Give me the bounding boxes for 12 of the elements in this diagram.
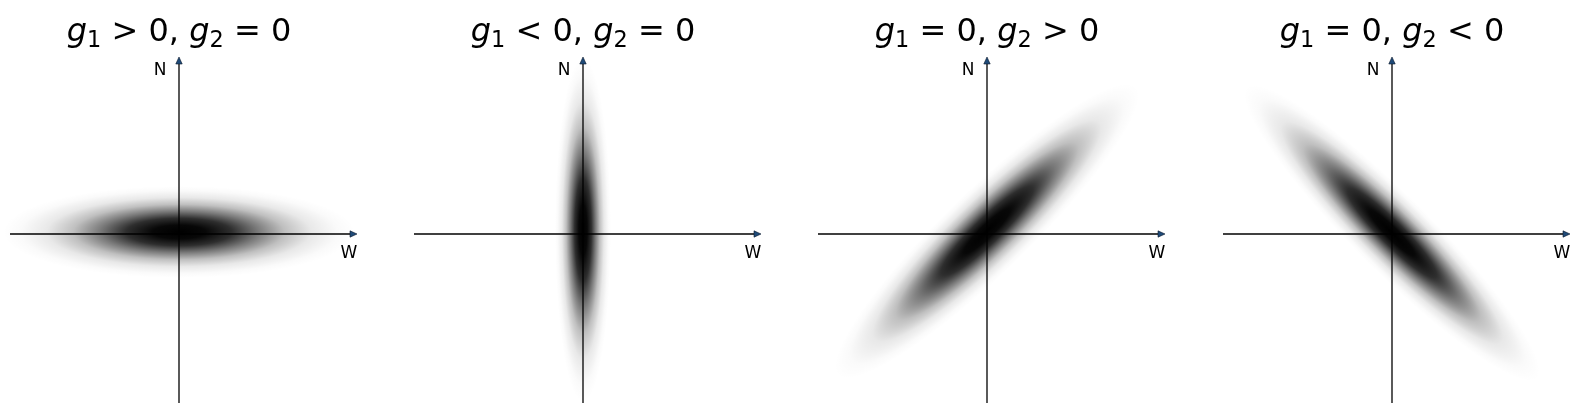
axis-label: W <box>744 243 762 261</box>
panel-title: g$_{1}$ = 0, g$_{2}$ < 0 <box>1279 14 1505 46</box>
axis-label: N <box>961 60 975 78</box>
panel-title: g$_{1}$ = 0, g$_{2}$ > 0 <box>874 14 1100 46</box>
axis-label: W <box>1148 243 1166 261</box>
axis-label: N <box>557 60 571 78</box>
axis-label: N <box>153 60 167 78</box>
axis-label: W <box>340 243 358 261</box>
axis-label: W <box>1553 243 1571 261</box>
panel-title: g$_{1}$ < 0, g$_{2}$ = 0 <box>470 14 696 46</box>
panel-title: g$_{1}$ > 0, g$_{2}$ = 0 <box>66 14 292 46</box>
axis-label: N <box>1366 60 1380 78</box>
